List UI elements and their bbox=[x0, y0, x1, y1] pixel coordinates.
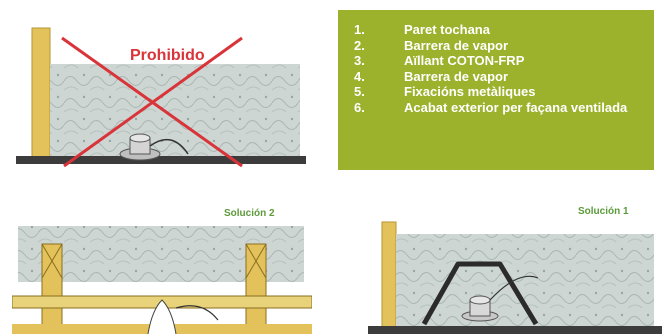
prohibited-diagram: Prohibido bbox=[16, 27, 306, 168]
legend-text: Barrera de vapor bbox=[404, 68, 509, 84]
cross-line-2 bbox=[63, 36, 243, 168]
solution2-panel: Solución 2 bbox=[12, 200, 312, 334]
solution1-panel: Solución 1 bbox=[368, 200, 662, 334]
wood-batten bbox=[41, 243, 63, 334]
legend-number: 3. bbox=[354, 53, 365, 68]
legend-number: 1. bbox=[354, 22, 365, 37]
prohibited-panel: Prohibido bbox=[12, 26, 312, 174]
base-plate bbox=[368, 326, 662, 334]
legend-text: Acabat exterior per façana ventilada bbox=[404, 99, 628, 115]
fixing-bracket bbox=[461, 275, 539, 322]
solution1-diagram: Solución 1 bbox=[368, 206, 662, 334]
legend-number: 6. bbox=[354, 99, 365, 115]
fixing-bracket bbox=[147, 299, 219, 334]
legend-number: 5. bbox=[354, 84, 365, 99]
solution2-diagram: Solución 2 bbox=[12, 208, 312, 334]
solution1-label: Solución 1 bbox=[578, 206, 629, 217]
legend-item: 6. Acabat exterior per façana ventilada bbox=[354, 100, 640, 116]
legend-text: Aïllant COTON-FRP bbox=[404, 53, 525, 68]
wood-post bbox=[381, 221, 397, 331]
solution2-label: Solución 2 bbox=[224, 208, 275, 219]
base-plate bbox=[16, 156, 306, 164]
legend-item: 4. Barrera de vapor bbox=[354, 69, 640, 85]
fixing-bracket bbox=[119, 133, 189, 161]
legend-item: 3. Aïllant COTON-FRP bbox=[354, 53, 640, 69]
legend-number: 4. bbox=[354, 68, 365, 84]
metal-profile bbox=[421, 261, 539, 326]
legend-box: 1. Paret tochana 2. Barrera de vapor 3. … bbox=[338, 10, 654, 170]
wood-post bbox=[31, 27, 51, 159]
legend-text: Paret tochana bbox=[404, 22, 490, 37]
legend-text: Barrera de vapor bbox=[404, 37, 509, 53]
insulation-layer bbox=[50, 64, 300, 156]
legend-item: 5. Fixacións metàliques bbox=[354, 84, 640, 100]
legend-item: 2. Barrera de vapor bbox=[354, 38, 640, 54]
legend-item: 1. Paret tochana bbox=[354, 22, 640, 38]
insulation-layer bbox=[396, 234, 654, 326]
legend-text: Fixacións metàliques bbox=[404, 84, 536, 99]
legend-number: 2. bbox=[354, 37, 365, 53]
prohibited-label: Prohibido bbox=[130, 47, 205, 64]
wood-batten bbox=[245, 243, 267, 334]
